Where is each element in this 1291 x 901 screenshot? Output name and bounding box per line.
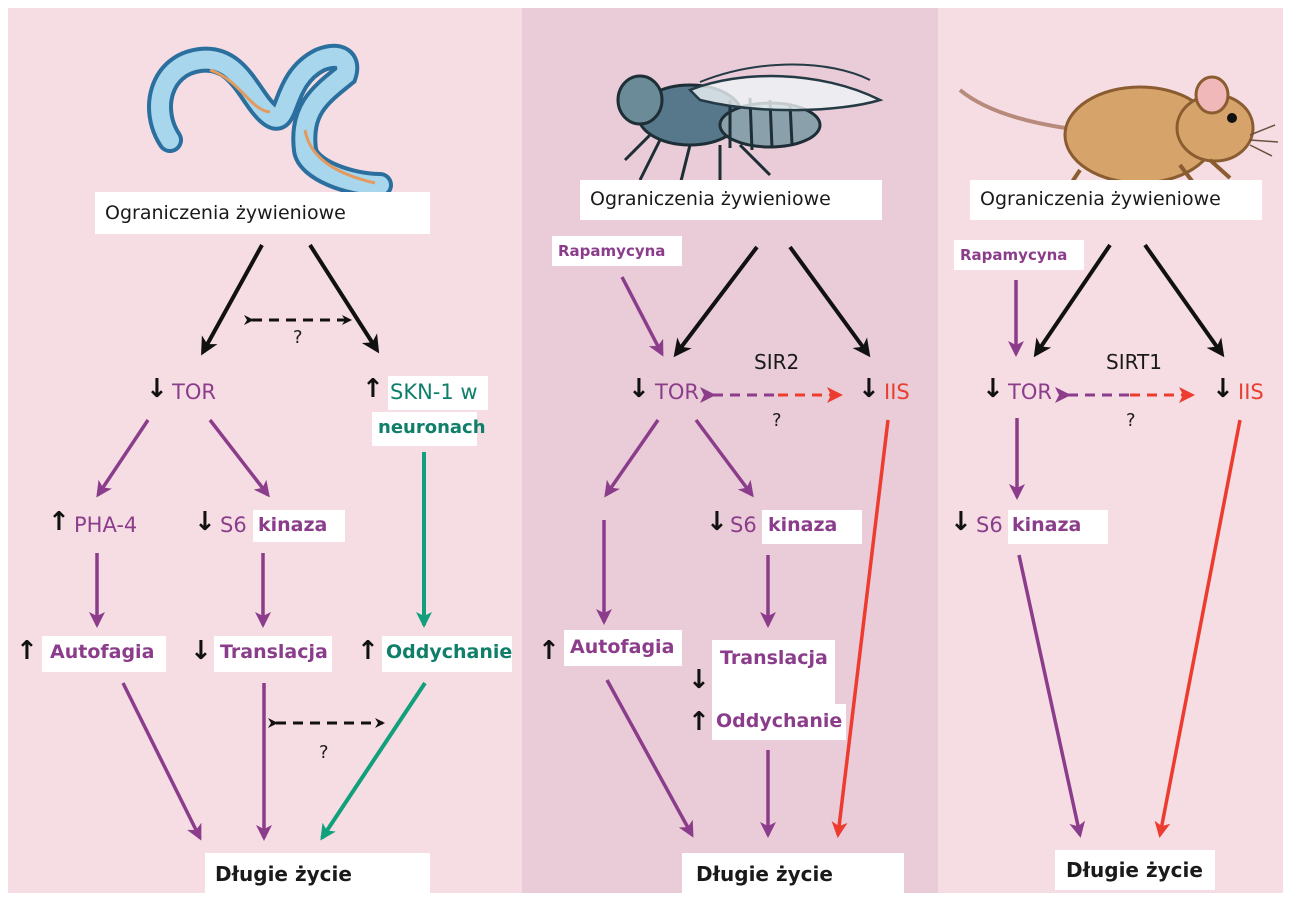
worm-s6-label: S6 xyxy=(220,513,247,537)
worm-translation-down-arrow-icon: ↓ xyxy=(190,636,212,666)
mouse-iis-label: IIS xyxy=(1238,380,1264,404)
worm-skn1-up-arrow-icon: ↑ xyxy=(362,374,384,404)
worm-autophagy-label: Autofagia xyxy=(50,641,154,663)
worm-tor-down-arrow-icon: ↓ xyxy=(146,374,168,404)
fly-respiration-label: Oddychanie xyxy=(716,710,842,732)
fly-autophagy-up-arrow-icon: ↑ xyxy=(538,636,560,666)
worm-pha4-up-arrow-icon: ↑ xyxy=(48,507,70,537)
fly-translation-label: Translacja xyxy=(720,647,828,669)
fly-diet-text: Ograniczenia żywieniowe xyxy=(590,188,831,210)
worm-s6-kinase-label: kinaza xyxy=(258,514,327,536)
fly-iis-down-arrow-icon: ↓ xyxy=(858,374,880,404)
fly-autophagy-label: Autofagia xyxy=(570,636,674,658)
mouse-illustration xyxy=(960,77,1278,190)
fly-s6-label: S6 xyxy=(730,513,757,537)
worm-respiration-label: Oddychanie xyxy=(386,641,512,663)
mouse-s6-down-arrow-icon: ↓ xyxy=(950,507,972,537)
fly-rapamycin-label: Rapamycyna xyxy=(558,242,665,260)
worm-translation-label: Translacja xyxy=(220,641,328,663)
mouse-rapamycin-label: Rapamycyna xyxy=(960,246,1067,264)
mouse-tor-down-arrow-icon: ↓ xyxy=(982,374,1004,404)
worm-skn1-label: SKN-1 w xyxy=(390,380,478,404)
mouse-s6-label: S6 xyxy=(976,513,1003,537)
worm-tor-label: TOR xyxy=(172,380,216,404)
fly-translation-down-arrow-icon: ↓ xyxy=(688,665,710,695)
fly-longevity-label: Długie życie xyxy=(696,862,833,886)
fly-tor-down-arrow-icon: ↓ xyxy=(628,374,650,404)
worm-illustration xyxy=(160,57,380,185)
mouse-iis-down-arrow-icon: ↓ xyxy=(1212,374,1234,404)
worm-s6-down-arrow-icon: ↓ xyxy=(194,507,216,537)
fly-respiration-up-arrow-icon: ↑ xyxy=(688,707,710,737)
fly-s6-kinase-label: kinaza xyxy=(768,514,837,536)
fly-s6-down-arrow-icon: ↓ xyxy=(706,507,728,537)
mouse-s6-kinase-label: kinaza xyxy=(1012,514,1081,536)
worm-question-bottom: ? xyxy=(319,742,329,763)
worm-pha4-label: PHA-4 xyxy=(74,513,137,537)
worm-diet-text: Ograniczenia żywieniowe xyxy=(105,202,346,224)
worm-respiration-up-arrow-icon: ↑ xyxy=(357,636,379,666)
fly-tor-label: TOR xyxy=(655,380,699,404)
worm-autophagy-up-arrow-icon: ↑ xyxy=(16,636,38,666)
worm-longevity-label: Długie życie xyxy=(215,862,352,886)
fly-sir2-label: SIR2 xyxy=(754,350,799,374)
worm-neurons-label: neuronach xyxy=(378,417,486,438)
fly-question: ? xyxy=(772,410,782,431)
fly-iis-label: IIS xyxy=(884,380,910,404)
mouse-sirt1-label: SIRT1 xyxy=(1106,350,1162,374)
mouse-tor-label: TOR xyxy=(1008,380,1052,404)
mouse-longevity-label: Długie życie xyxy=(1066,858,1203,882)
mouse-diet-text: Ograniczenia żywieniowe xyxy=(980,188,1221,210)
fly-illustration xyxy=(618,65,880,186)
mouse-question: ? xyxy=(1126,410,1136,431)
worm-question-top: ? xyxy=(293,327,303,348)
